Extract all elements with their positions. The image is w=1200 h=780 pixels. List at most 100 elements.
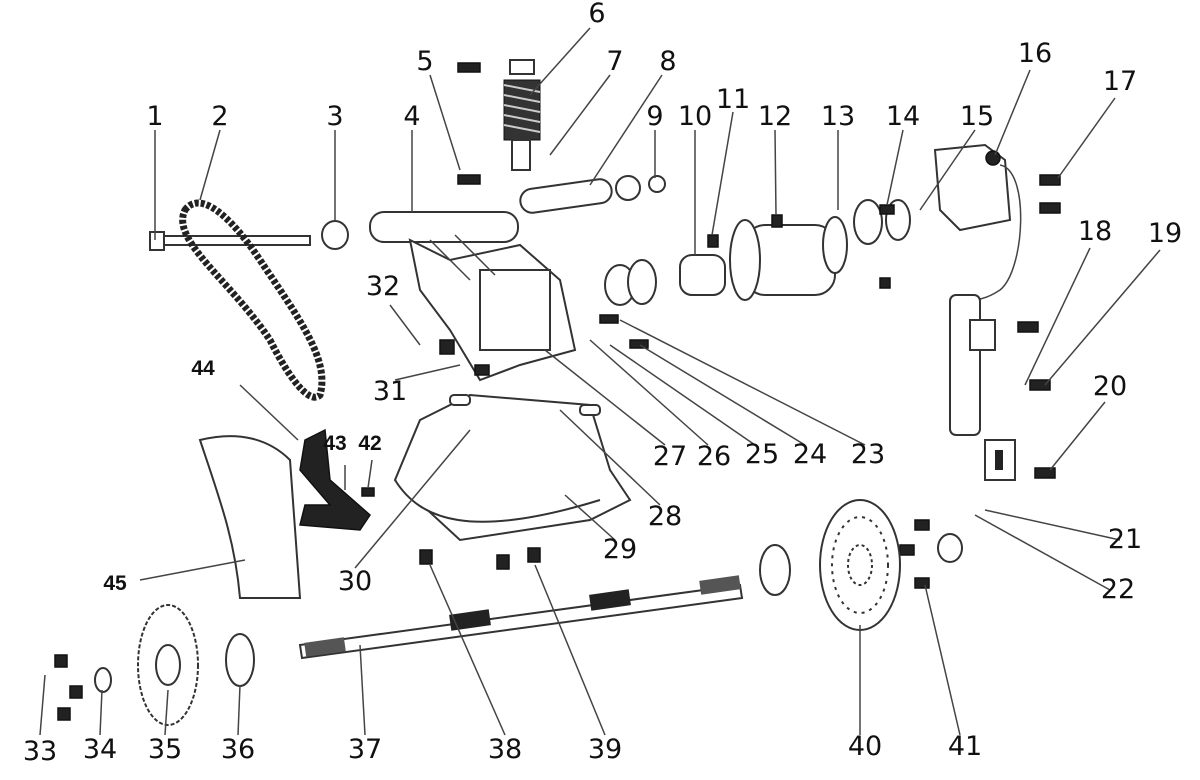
drive-chain (179, 199, 326, 401)
bolts (54, 62, 1061, 721)
part-label-24: 24 (793, 439, 827, 470)
part-label-35: 35 (148, 734, 182, 765)
leader-line-41 (924, 584, 961, 736)
leader-line-35 (164, 689, 169, 736)
part-label-9: 9 (646, 101, 663, 132)
part-label-20: 20 (1093, 371, 1127, 402)
leader-line-7 (549, 74, 611, 156)
leader-line-36 (237, 684, 241, 736)
long-axle-bolt (149, 231, 311, 251)
leader-line-34 (99, 689, 103, 736)
leader-line-17 (1057, 97, 1116, 179)
leader-line-16 (994, 69, 1031, 156)
sprocket-hub (225, 633, 255, 687)
leader-line-25 (609, 344, 756, 446)
part-label-25: 25 (745, 439, 779, 470)
axle-housing (729, 216, 848, 301)
leader-line-11 (711, 111, 734, 236)
part-label-40: 40 (848, 731, 882, 762)
part-label-6: 6 (588, 0, 605, 29)
leader-line-45 (139, 559, 246, 581)
leader-line-6 (529, 27, 591, 96)
leader-line-38 (429, 564, 506, 736)
part-label-7: 7 (606, 46, 623, 77)
part-label-36: 36 (221, 734, 255, 765)
leader-line-32 (389, 304, 421, 346)
leader-line-28 (559, 409, 661, 506)
part-label-16: 16 (1018, 38, 1052, 69)
leader-line-14 (886, 129, 904, 206)
part-label-39: 39 (588, 734, 622, 765)
leader-line-26 (589, 339, 709, 446)
part-label-19: 19 (1148, 218, 1182, 249)
part-label-17: 17 (1103, 66, 1137, 97)
leader-line-2 (199, 129, 221, 201)
part-label-34: 34 (83, 734, 117, 765)
bushing (615, 175, 641, 201)
part-label-37: 37 (348, 734, 382, 765)
leader-line-37 (359, 644, 366, 736)
leader-line-18 (1024, 247, 1091, 386)
bushing (321, 220, 349, 250)
flange-nut (937, 533, 963, 563)
part-label-11: 11 (716, 84, 750, 115)
part-label-31: 31 (373, 376, 407, 407)
part-label-32: 32 (366, 271, 400, 302)
shock-absorber (503, 59, 541, 171)
part-label-29: 29 (603, 534, 637, 565)
nut (94, 667, 112, 693)
sleeve (679, 254, 726, 296)
leader-line-33 (39, 674, 46, 736)
part-label-26: 26 (697, 441, 731, 472)
pivot-rod (519, 178, 613, 214)
part-label-1: 1 (146, 101, 163, 132)
leader-line-39 (534, 564, 606, 736)
leader-line-5 (429, 74, 461, 171)
leader-line-15 (919, 129, 976, 211)
nut (648, 175, 666, 193)
brake-disc (819, 499, 901, 631)
bearing (627, 259, 657, 305)
part-label-27: 27 (653, 441, 687, 472)
part-label-5: 5 (416, 46, 433, 77)
part-label-18: 18 (1078, 216, 1112, 247)
part-label-3: 3 (326, 101, 343, 132)
chain-guard (198, 435, 302, 599)
part-label-22: 22 (1101, 574, 1135, 605)
swing-arm (369, 211, 577, 382)
leader-line-31 (394, 364, 461, 381)
leader-line-24 (639, 344, 806, 446)
leader-line-42 (367, 459, 373, 489)
bracket (299, 428, 371, 531)
disc-hub (759, 544, 791, 596)
leader-line-44 (239, 384, 299, 441)
part-label-33: 33 (23, 736, 57, 767)
leader-line-21 (984, 509, 1121, 541)
part-label-13: 13 (821, 101, 855, 132)
brake-caliper (933, 143, 1022, 301)
part-label-30: 30 (338, 566, 372, 597)
part-label-8: 8 (659, 46, 676, 77)
brake-master-cylinder (949, 294, 1016, 481)
part-label-21: 21 (1108, 524, 1142, 555)
part-label-14: 14 (886, 101, 920, 132)
leader-line-20 (1049, 401, 1106, 471)
leader-line-12 (774, 129, 777, 216)
bearing (853, 199, 883, 245)
part-label-45: 45 (103, 572, 127, 595)
rear-axle (298, 575, 744, 660)
part-label-15: 15 (960, 101, 994, 132)
leader-line-30 (354, 429, 471, 569)
leader-line-27 (544, 349, 666, 446)
part-label-44: 44 (191, 357, 215, 380)
part-label-43: 43 (323, 432, 346, 455)
leader-lines (39, 27, 1161, 736)
part-label-42: 42 (358, 432, 381, 455)
leader-line-8 (589, 74, 663, 186)
part-label-2: 2 (211, 101, 228, 132)
part-label-4: 4 (403, 101, 420, 132)
part-label-12: 12 (758, 101, 792, 132)
part-label-23: 23 (851, 439, 885, 470)
